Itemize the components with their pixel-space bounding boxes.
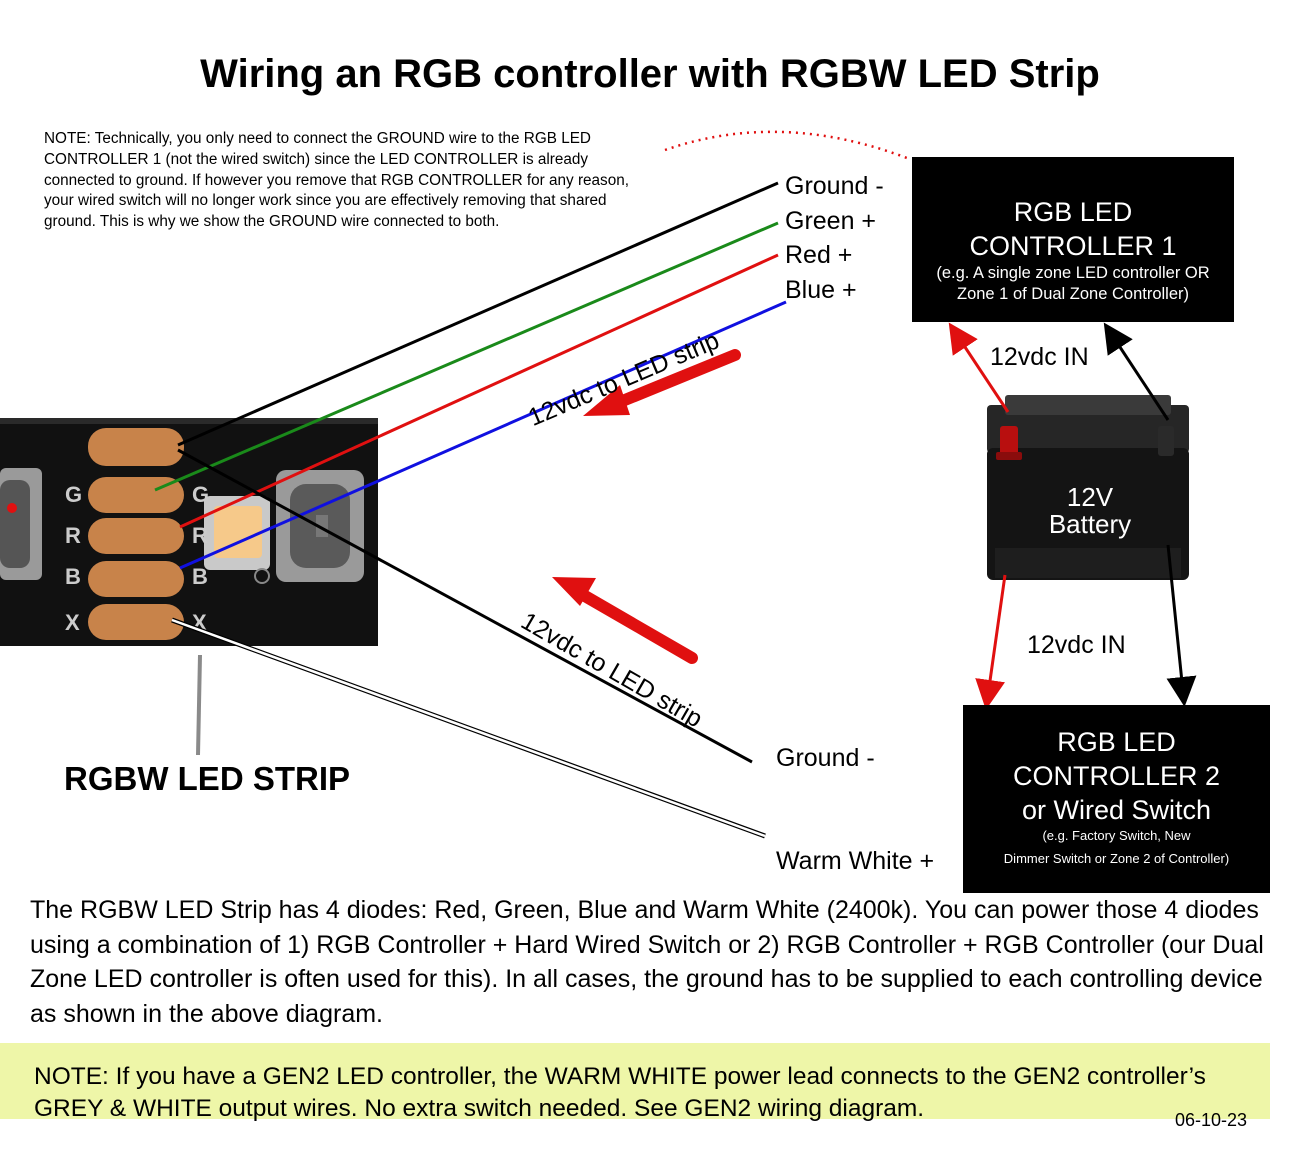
controller1-line3: (e.g. A single zone LED controller OR [936,264,1210,282]
description-text: The RGBW LED Strip has 4 diodes: Red, Gr… [30,896,1264,1028]
pad-blue [88,561,184,597]
arrow-to-strip-top [583,349,741,416]
controller1-line2: CONTROLLER 1 [969,231,1177,261]
solder-pads [88,428,184,640]
pad-letter-b: B [65,564,81,589]
arrow-battery-to-ctrl1-neg [1103,322,1170,421]
controller2-line3: or Wired Switch [1021,795,1212,825]
led-strip [0,418,378,646]
in-label-bottom: 12vdc IN [1027,631,1126,659]
battery-positive-terminal [1000,426,1018,458]
label-warm-white: Warm White + [776,847,935,875]
pad-letter-g: G [65,482,82,507]
wires-controller-1 [154,181,787,570]
controller1-line4: Zone 1 of Dual Zone Controller) [956,285,1190,303]
battery-label: 12V Battery [1030,484,1150,538]
pad-letter-g-right: G [192,482,209,507]
controller2-line2: CONTROLLER 2 [1012,761,1221,791]
pad-letter-b-right: B [192,564,208,589]
arrow-to-strip-bottom [552,577,698,664]
arrow-battery-to-ctrl2-neg [1166,544,1197,707]
pad-warm-white [88,604,184,640]
battery [987,395,1189,580]
label-ground-top: Ground - [785,172,884,200]
arrow-battery-to-ctrl2-pos [975,574,1007,710]
in-label-top: 12vdc IN [990,343,1089,371]
battery-label-line1: 12V [1066,482,1114,512]
pad-ground [88,428,184,466]
controller2-line5: Dimmer Switch or Zone 2 of Controller) [1003,851,1230,866]
battery-label-line2: Battery [1048,509,1132,539]
wire-warm-white [171,618,766,838]
wires-controller-2 [171,448,766,839]
wire-ground-top [177,181,779,447]
date-stamp: 06-10-23 [1175,1110,1248,1130]
diagram-title: Wiring an RGB controller with RGBW LED S… [200,52,1100,96]
arrow-battery-to-ctrl1-pos [948,322,1010,413]
controller2-line4: (e.g. Factory Switch, New [1042,828,1191,843]
dotted-callout-line [664,130,908,160]
wire-blue [179,300,787,570]
strip-caption: RGBW LED STRIP [64,760,350,797]
pad-green [88,477,184,513]
bottom-note: NOTE: If you have a GEN2 LED controller,… [34,1063,1206,1122]
controller2-line1: RGB LED [1057,727,1176,757]
label-red: Red + [785,241,853,269]
top-note: NOTE: Technically, you only need to conn… [44,130,629,231]
wire-ground-bottom [177,448,753,764]
label-green: Green + [785,207,877,235]
power-arrows [948,322,1197,710]
controller1-line1: RGB LED [1013,197,1133,227]
pad-letter-r-right: R [192,523,208,548]
bottom-note-background [0,1043,1270,1119]
strip-caption-pointer [196,654,202,756]
battery-negative-terminal [1158,426,1174,456]
wire-red [179,253,779,529]
rgb-led-controller-1: RGB LED CONTROLLER 1 (e.g. A single zone… [912,157,1234,322]
pad-letter-r: R [65,523,81,548]
pad-red [88,518,184,554]
pad-letter-x: X [65,610,80,635]
wire-green [154,221,779,492]
rgb-led-controller-2: RGB LED CONTROLLER 2 or Wired Switch (e.… [963,705,1270,893]
label-blue: Blue + [785,276,857,304]
label-ground-bottom: Ground - [776,744,875,772]
